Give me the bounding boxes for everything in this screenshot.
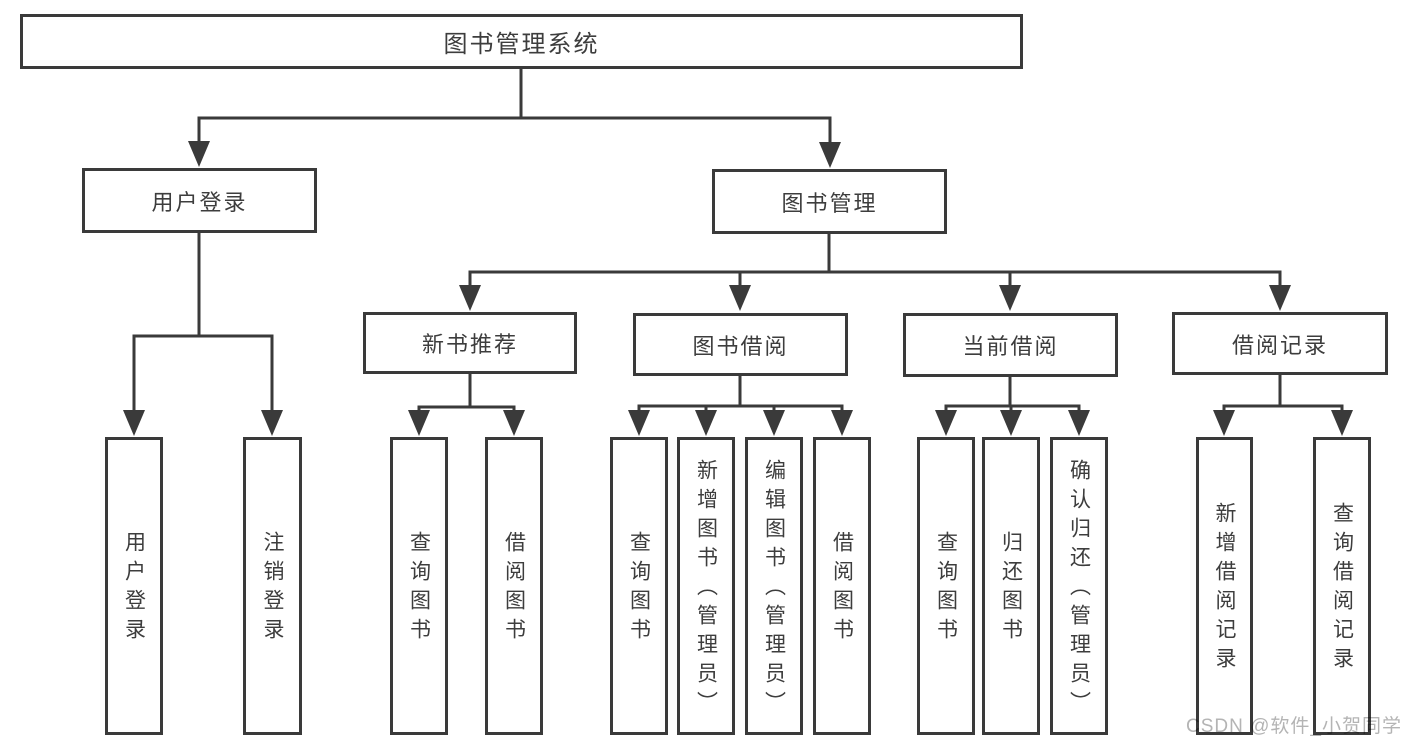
watermark-text: CSDN @软件_小贺同学	[1186, 716, 1402, 737]
leaf-add-borrow-record: 新增借阅记录	[1196, 437, 1253, 735]
leaf-borrow-books: 借阅图书	[813, 437, 871, 735]
leaf-user-login: 用户登录	[105, 437, 163, 735]
node-root-system: 图书管理系统	[20, 14, 1023, 69]
node-book-borrow: 图书借阅	[633, 313, 848, 376]
node-borrow-records: 借阅记录	[1172, 312, 1388, 375]
leaf-confirm-return-admin: 确认归还（管理员）	[1050, 437, 1108, 735]
node-current-borrow: 当前借阅	[903, 313, 1118, 377]
leaf-query-books-recommend: 查询图书	[390, 437, 448, 735]
leaf-edit-book-admin: 编辑图书（管理员）	[745, 437, 803, 735]
node-book-management: 图书管理	[712, 169, 947, 234]
leaf-add-book-admin: 新增图书（管理员）	[677, 437, 735, 735]
node-new-book-recommend: 新书推荐	[363, 312, 577, 374]
node-user-login: 用户登录	[82, 168, 317, 233]
arrowheads	[123, 141, 1353, 436]
leaf-query-borrow-record: 查询借阅记录	[1313, 437, 1371, 735]
leaf-borrow-books-recommend: 借阅图书	[485, 437, 543, 735]
leaf-query-books-borrow: 查询图书	[610, 437, 668, 735]
leaf-return-books: 归还图书	[982, 437, 1040, 735]
leaf-logout: 注销登录	[243, 437, 302, 735]
leaf-query-books-current: 查询图书	[917, 437, 975, 735]
